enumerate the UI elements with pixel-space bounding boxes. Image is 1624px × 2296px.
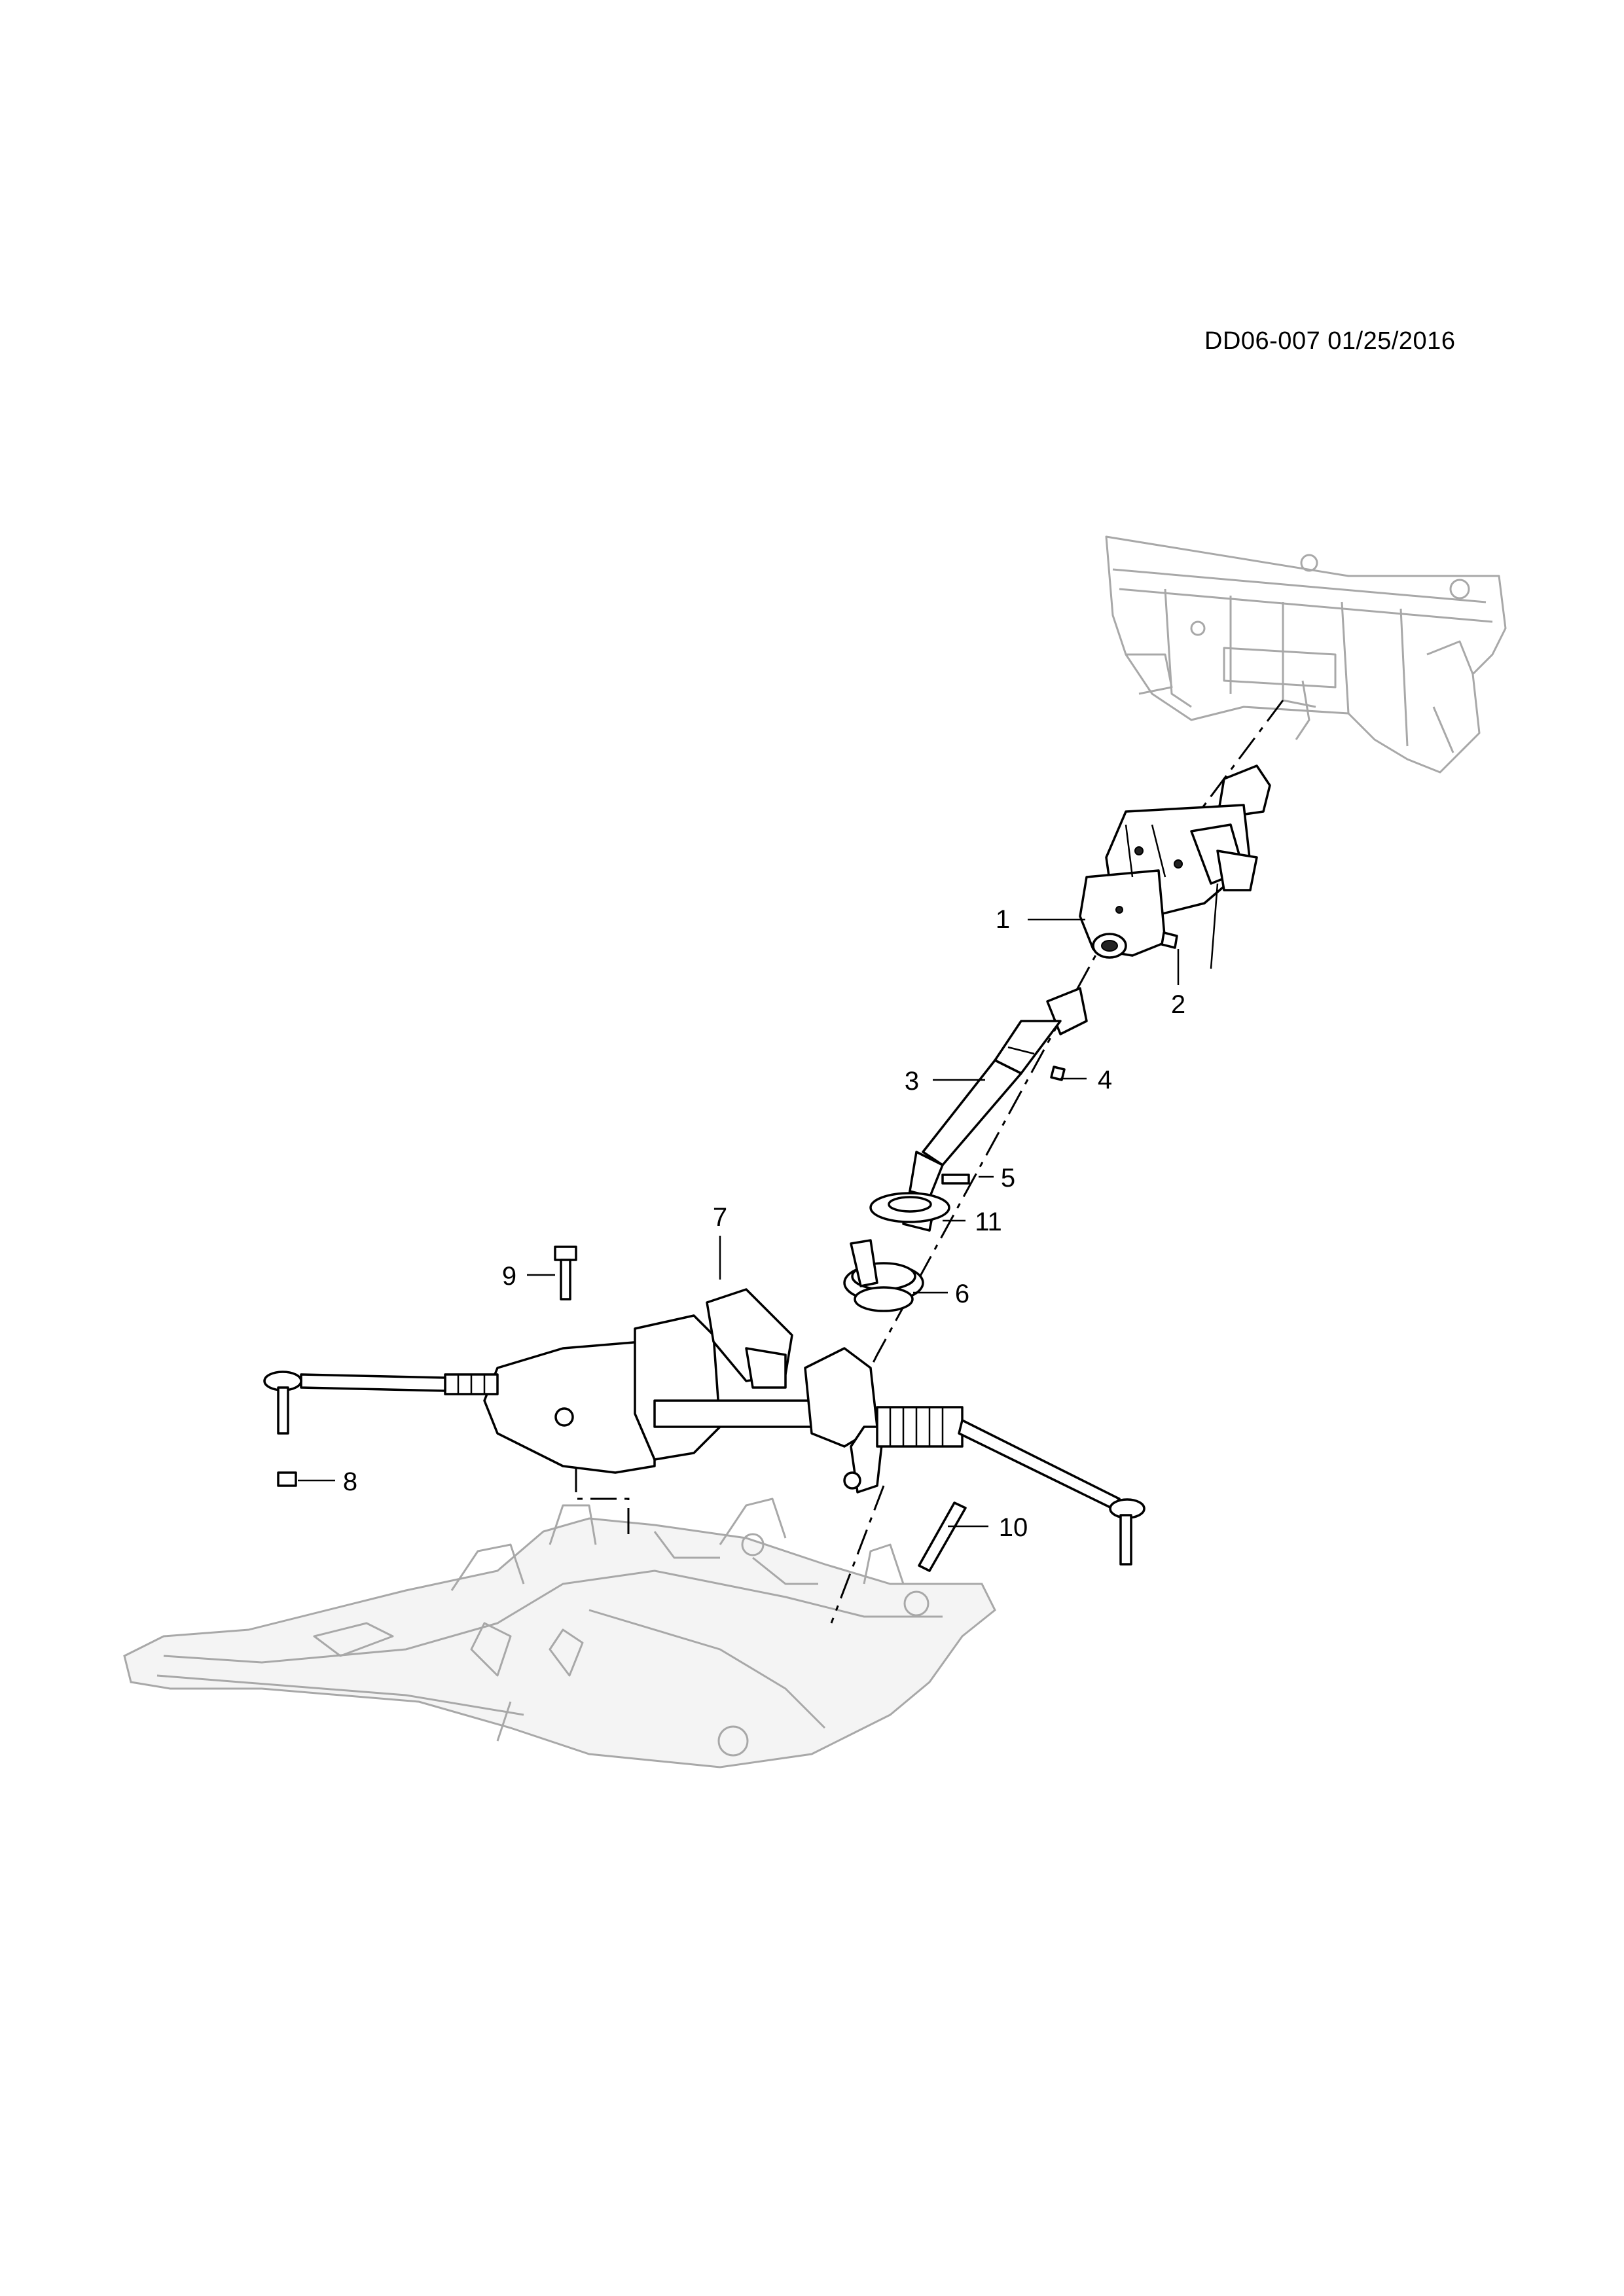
gear-mount-bolt-lower (918, 1501, 967, 1572)
callout-8: 8 (343, 1467, 357, 1496)
callout-9: 9 (502, 1262, 516, 1291)
gear-mount-bolt-upper (554, 1246, 577, 1300)
callout-6: 6 (955, 1280, 969, 1308)
callout-2: 2 (1171, 990, 1185, 1019)
instrument-panel-beam (1105, 535, 1507, 774)
callout-4: 4 (1098, 1066, 1112, 1094)
steering-gear (444, 1239, 964, 1494)
column-fastener (1161, 931, 1178, 949)
tie-rod-right (958, 1419, 1146, 1566)
tie-rod-nut (277, 1471, 297, 1487)
callout-labels: 1 2 3 4 5 11 7 6 9 8 10 (343, 905, 1185, 1542)
callout-3: 3 (905, 1067, 919, 1096)
callout-1: 1 (996, 905, 1010, 934)
front-subframe (123, 1498, 996, 1768)
callout-5: 5 (1001, 1164, 1015, 1193)
shaft-bolt-lower (941, 1174, 970, 1185)
tie-rod-left (263, 1371, 446, 1435)
callout-7: 7 (713, 1203, 727, 1232)
callout-10: 10 (999, 1513, 1028, 1542)
intermediate-shaft (902, 987, 1088, 1232)
diagram-id-date: DD06-007 01/25/2016 (1204, 327, 1456, 355)
callout-leaders (298, 918, 1180, 1528)
shaft-bolt-upper (1050, 1066, 1066, 1081)
callout-11: 11 (975, 1208, 1002, 1236)
steering-column (1079, 764, 1271, 969)
dash-seal (869, 1192, 950, 1223)
